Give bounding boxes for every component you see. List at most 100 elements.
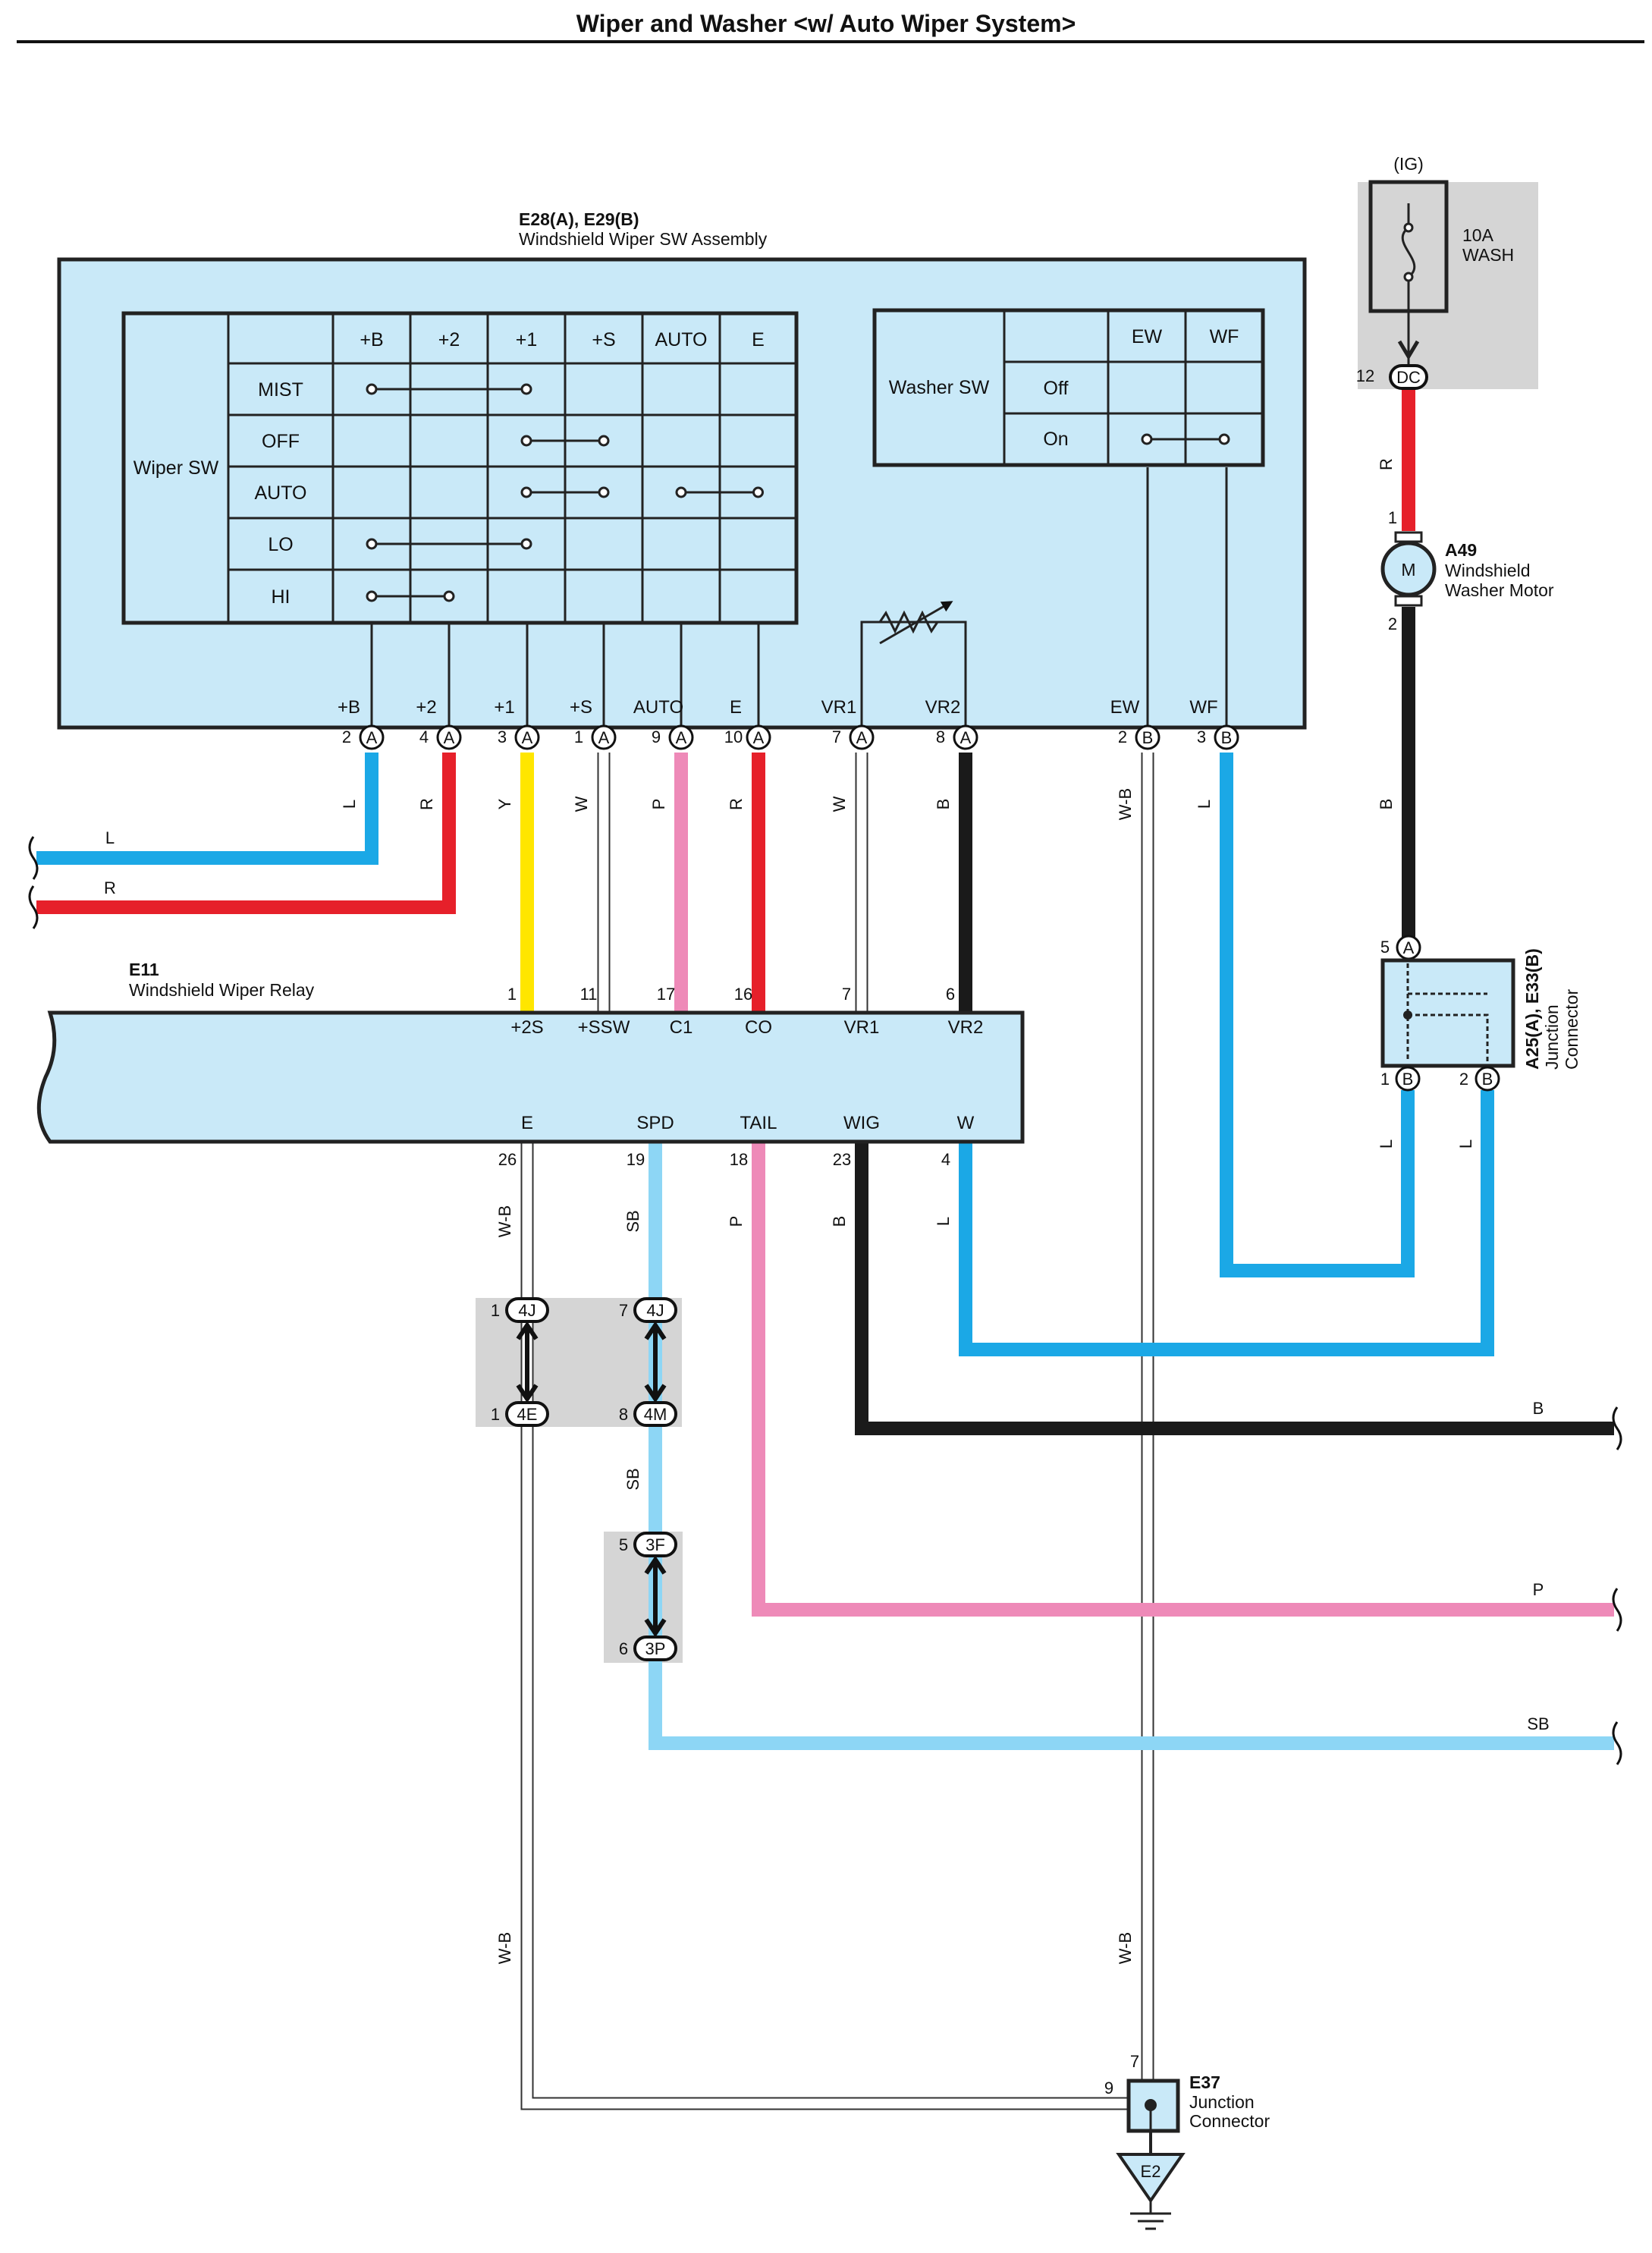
switch-terminal-conn: A (366, 728, 378, 747)
inline-connector-label: 4J (518, 1301, 535, 1320)
relay-top-pin: 17 (657, 985, 675, 1004)
switch-terminal-circle (436, 724, 462, 750)
switch-terminal-circle (1135, 724, 1160, 750)
switch-terminal-pin: 4 (419, 727, 429, 746)
inline-connector-pin: 6 (619, 1639, 628, 1658)
motor-cap-top (1394, 531, 1423, 543)
wiper-sw-col-header: AUTO (655, 329, 708, 350)
washer-sw-row-label: On (1043, 429, 1068, 450)
wire-color-label: R (1377, 458, 1396, 470)
inline-connector-label: 4E (517, 1405, 538, 1424)
junction-e37-pin-left: 9 (1104, 2079, 1113, 2097)
motor-id: A49 (1445, 540, 1477, 560)
switch-terminal-conn: B (1221, 728, 1233, 747)
relay-top-pin: 11 (580, 985, 598, 1004)
relay-box (36, 1010, 1025, 1144)
junction-a25-id: A25(A), E33(B) (1522, 948, 1542, 1070)
wire-color-label: R (104, 878, 116, 897)
wire-color-label: R (417, 798, 436, 810)
inline-connector-label: 4J (646, 1301, 664, 1320)
wire-color-label: W (830, 796, 849, 812)
wiper-sw-col-header: +1 (516, 329, 538, 350)
junction-a25-right-conn: B (1482, 1070, 1493, 1089)
relay-bottom-pin: 26 (498, 1150, 517, 1169)
fuse-source: (IG) (1393, 154, 1424, 174)
switch-terminal-circle (514, 724, 540, 750)
switch-terminal-label: VR1 (821, 697, 857, 718)
connector-mating-arrow (644, 1321, 667, 1403)
wire-relay-e (522, 1142, 1129, 2109)
wire-plus-b-left (36, 753, 378, 865)
switch-terminal-pin: 8 (936, 727, 945, 746)
junction-a25-left-conn: B (1402, 1070, 1414, 1089)
switch-terminal-circle (746, 724, 771, 750)
junction-a25-pin-left: 1 (1380, 1070, 1390, 1089)
wiper-sw-row-label: AUTO (255, 482, 307, 504)
wiper-sw-row-label: HI (272, 586, 291, 608)
switch-terminal-pin: 2 (342, 727, 351, 746)
break-left-r (28, 885, 39, 929)
switch-terminal-conn: A (444, 728, 455, 747)
relay-bottom-label: WIG (843, 1113, 880, 1133)
switch-terminal-circle (359, 724, 385, 750)
wire-plus-2-left (36, 753, 456, 914)
junction-e37-pin-top: 7 (1130, 2052, 1139, 2071)
switch-terminal-conn: A (598, 728, 610, 747)
inline-connector-pin: 5 (619, 1535, 628, 1554)
wire-color-label: W-B (495, 1205, 514, 1237)
wire-color-label: L (1456, 1139, 1475, 1148)
wire-color-label: R (727, 798, 746, 810)
switch-terminal-conn: A (522, 728, 533, 747)
wire-color-label: W-B (1116, 788, 1135, 820)
junction-e37-name-1: Junction (1189, 2092, 1255, 2112)
motor-pin-bottom: 2 (1388, 614, 1397, 633)
fuse-element (1401, 226, 1416, 278)
page-title: Wiper and Washer <w/ Auto Wiper System> (576, 10, 1076, 37)
break-left-l (28, 836, 39, 880)
washer-sw-label: Washer SW (889, 377, 990, 398)
relay-bottom-pin: 19 (627, 1150, 645, 1169)
wire-color-label: W-B (495, 1932, 514, 1964)
relay-bottom-label: SPD (636, 1113, 674, 1133)
wire-color-label: W-B (1116, 1932, 1135, 1964)
switch-terminal-conn: A (676, 728, 687, 747)
junction-a25-left-pin (1395, 1066, 1421, 1092)
junction-a25-top-conn: A (1403, 938, 1415, 957)
motor-circle (1380, 541, 1437, 597)
wiper-sw-row-label: LO (268, 534, 293, 555)
wire-spd (649, 1142, 1614, 1750)
switch-terminal-pin: 3 (1197, 727, 1206, 746)
fuse-connector-label: DC (1396, 368, 1421, 387)
relay-top-label: VR2 (948, 1017, 984, 1038)
inline-connector-pin: 1 (491, 1405, 500, 1424)
switch-terminal-conn: A (753, 728, 765, 747)
wire-color-label: L (105, 828, 115, 847)
switch-terminal-circle (668, 724, 694, 750)
junction-a25-box (1380, 958, 1515, 1068)
switch-terminal-label: AUTO (633, 697, 683, 718)
junction-a25-name-2: Connector (1562, 989, 1581, 1070)
switch-terminal-pin: 1 (574, 727, 583, 746)
motor-name-2: Washer Motor (1445, 580, 1554, 600)
relay-top-label: C1 (670, 1017, 693, 1038)
relay-terminals: 1+2S11+SSW17C116CO7VR16VR2E26SPD19TAIL18… (498, 985, 984, 1169)
connector-mating-arrow (644, 1555, 667, 1638)
switch-terminal-label: E (730, 697, 742, 718)
wire-tail (752, 1142, 1614, 1617)
relay-id: E11 (129, 960, 159, 979)
relay-name: Windshield Wiper Relay (129, 980, 315, 1000)
wire-wig (855, 1142, 1614, 1435)
relay-bottom-label: TAIL (740, 1113, 777, 1133)
switch-terminal-conn: B (1142, 728, 1154, 747)
wiper-sw-label: Wiper SW (133, 457, 219, 479)
relay-bottom-pin: 23 (833, 1150, 851, 1169)
wire-color-label: L (1195, 800, 1214, 809)
wire-wf (1220, 753, 1415, 1277)
wire-color-label: L (340, 800, 359, 809)
junction-a25-pin-top: 5 (1380, 938, 1390, 957)
switch-terminal-pin: 2 (1118, 727, 1127, 746)
wire-relay-w (959, 1090, 1494, 1356)
junction-e37-id: E37 (1189, 2072, 1220, 2092)
switch-terminal-conn: A (960, 728, 972, 747)
